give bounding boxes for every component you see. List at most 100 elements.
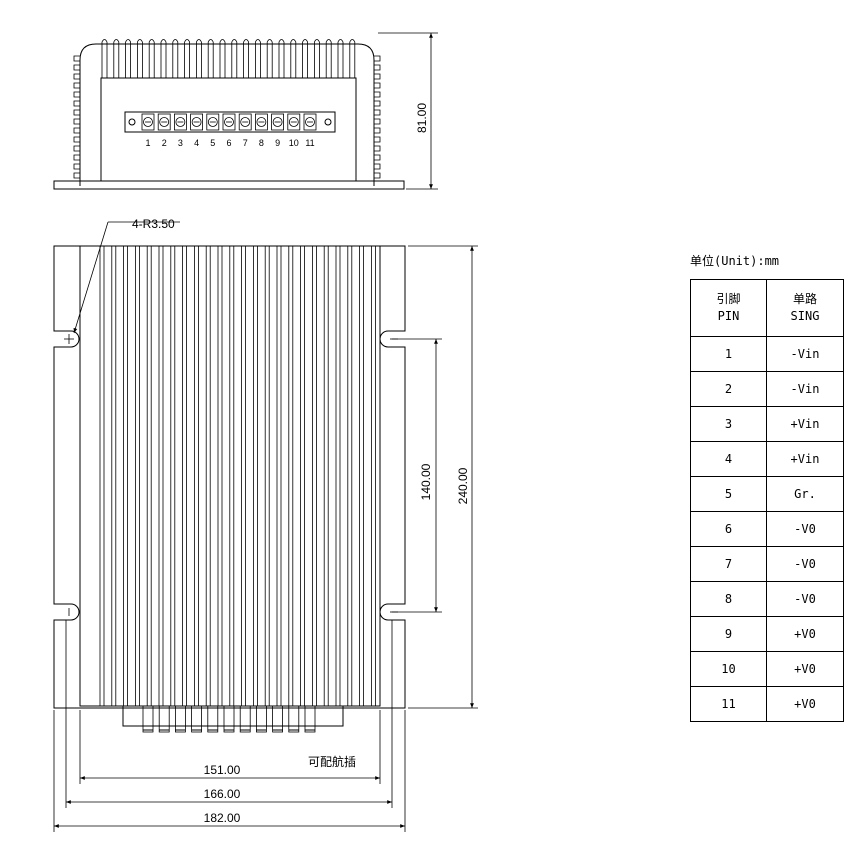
pin-cell: 2 <box>690 371 767 407</box>
sing-header-cn: 单路 <box>792 292 817 306</box>
pin-cell: 8 <box>690 581 767 617</box>
pin-cell: 9 <box>690 616 767 652</box>
side-ridge <box>73 172 80 179</box>
terminal-screw-box <box>254 113 268 131</box>
pin-cell: 7 <box>690 546 767 582</box>
table-row: 7-V0 <box>690 546 844 582</box>
side-view-base-plate <box>53 180 405 190</box>
terminal-number: 5 <box>210 138 215 148</box>
pin-column-header: 引脚 PIN <box>690 279 767 337</box>
connector-pin <box>223 705 235 733</box>
dimension-hole-spacing-140: 140.00 <box>419 463 433 500</box>
side-ridge <box>374 91 381 98</box>
unit-label: 单位(Unit):mm <box>690 254 780 268</box>
side-ridge <box>374 127 381 134</box>
side-fin <box>337 39 344 78</box>
side-fin <box>243 39 249 78</box>
sing-cell: +Vin <box>766 406 844 442</box>
table-row: 11+V0 <box>690 686 844 722</box>
pin-cell: 1 <box>690 336 767 372</box>
terminal-screw <box>224 117 234 127</box>
sing-cell: +V0 <box>766 616 844 652</box>
side-fin <box>219 39 226 78</box>
terminal-screw <box>191 117 202 127</box>
terminal-number: 2 <box>162 138 167 148</box>
side-fin <box>325 39 332 78</box>
sing-cell: +V0 <box>766 686 844 722</box>
terminal-number: 3 <box>178 138 183 148</box>
side-fin <box>255 39 261 78</box>
table-row: 10+V0 <box>690 651 844 687</box>
terminal-screw <box>272 117 283 127</box>
terminal-number: 11 <box>305 138 314 148</box>
connector-pin <box>207 705 219 733</box>
side-fin <box>349 39 356 78</box>
sing-cell: -Vin <box>766 336 844 372</box>
connector-pin <box>158 705 170 733</box>
side-fin <box>137 39 143 78</box>
side-fin <box>172 39 179 78</box>
side-ridge <box>374 136 381 143</box>
terminal-screw-box <box>271 113 285 131</box>
side-ridge <box>374 118 381 125</box>
side-ridge <box>73 64 80 71</box>
sing-column-header: 单路 SING <box>766 279 844 337</box>
terminal-screw-box <box>141 113 155 131</box>
mounting-hole-mark <box>64 334 74 344</box>
pin-cell: 11 <box>690 686 767 722</box>
terminal-number: 7 <box>243 138 248 148</box>
hole-radius-label: 4-R3.50 <box>132 217 175 231</box>
connector-note: 可配航插 <box>308 754 356 769</box>
connector-pin <box>255 705 267 733</box>
table-row: 1-Vin <box>690 336 844 372</box>
side-ridge <box>73 118 80 125</box>
side-ridge <box>73 154 80 161</box>
sing-cell: -V0 <box>766 511 844 547</box>
side-ridge <box>73 127 80 134</box>
terminal-block <box>124 111 336 133</box>
side-ridge <box>374 172 381 179</box>
dimension-width-166: 166.00 <box>204 787 241 801</box>
pin-header-cn: 引脚 <box>716 292 741 306</box>
side-ridge <box>374 163 381 170</box>
side-view-panel <box>100 77 357 182</box>
side-fin <box>207 39 214 78</box>
terminal-screw-box <box>222 113 236 131</box>
connector-pin <box>272 705 284 733</box>
terminal-screw <box>159 117 170 127</box>
table-row: 6-V0 <box>690 511 844 547</box>
terminal-screw <box>305 117 315 127</box>
dimension-length-240: 240.00 <box>456 467 470 504</box>
sing-cell: -Vin <box>766 371 844 407</box>
side-ridge <box>73 100 80 107</box>
side-view-right-ridges <box>374 55 381 179</box>
connector-pin <box>191 705 203 733</box>
sing-cell: -V0 <box>766 546 844 582</box>
connector-pins <box>142 705 316 733</box>
connector-pin <box>239 705 251 733</box>
side-ridge <box>73 109 80 116</box>
pin-table: 引脚 PIN 单路 SING 1-Vin 2-Vin 3+Vin 4+Vin 5… <box>690 279 844 722</box>
side-ridge <box>73 136 80 143</box>
sing-cell: +V0 <box>766 651 844 687</box>
sing-cell: -V0 <box>766 581 844 617</box>
side-fin <box>314 39 320 78</box>
side-ridge <box>73 163 80 170</box>
table-row: 9+V0 <box>690 616 844 652</box>
table-row: 3+Vin <box>690 406 844 442</box>
side-view-left-ridges <box>73 55 80 179</box>
side-ridge <box>374 109 381 116</box>
pin-cell: 3 <box>690 406 767 442</box>
terminal-number: 4 <box>194 138 199 148</box>
side-fin <box>125 39 131 78</box>
table-row: 8-V0 <box>690 581 844 617</box>
side-fin <box>278 39 285 78</box>
terminal-number: 10 <box>289 138 299 148</box>
top-view: 4-R3.50 140.00 240.00 151.00 可配航插 166.00… <box>53 217 478 832</box>
dimension-width-182: 182.00 <box>204 811 241 825</box>
side-fin <box>160 39 167 78</box>
terminal-screw <box>288 117 299 127</box>
side-fin <box>302 39 308 78</box>
